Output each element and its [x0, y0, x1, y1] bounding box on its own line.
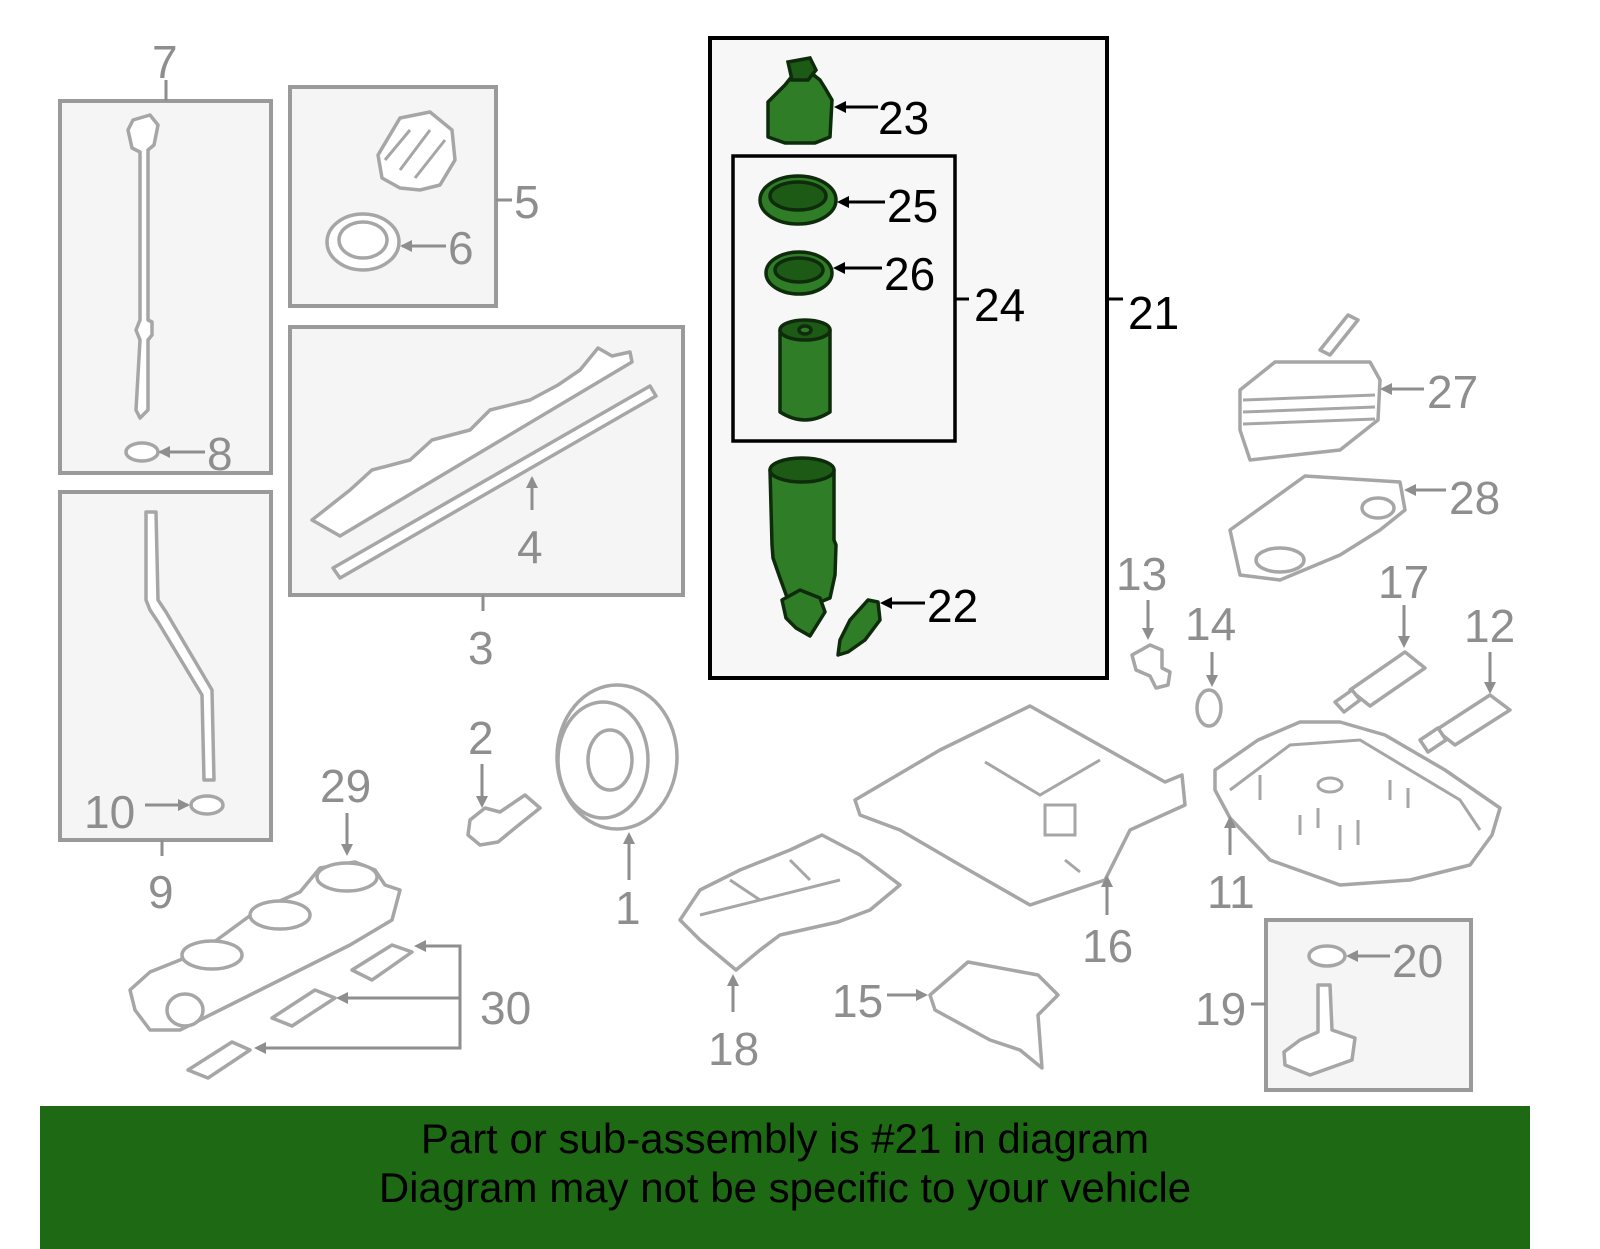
- callout-7: 7: [152, 36, 178, 88]
- callout-30: 30: [480, 982, 531, 1034]
- oil-cap-part-5: [376, 110, 457, 192]
- callout-4: 4: [517, 521, 543, 573]
- callout-13: 13: [1116, 548, 1167, 600]
- o-ring-part-10: [189, 794, 225, 816]
- callout-9: 9: [148, 866, 174, 918]
- callout-10: 10: [84, 786, 135, 838]
- dipstick-tube-part-9: [144, 510, 216, 782]
- callout-17: 17: [1378, 556, 1429, 608]
- callout-19: 19: [1195, 983, 1246, 1035]
- group-box-9: [58, 490, 273, 842]
- callout-27: 27: [1427, 366, 1478, 418]
- callout-1: 1: [615, 882, 641, 934]
- oil-cooler-part-27: [1238, 360, 1382, 462]
- baffle-part-18: [678, 833, 902, 972]
- callout-16: 16: [1082, 920, 1133, 972]
- callout-23: 23: [878, 92, 929, 144]
- baffle-part-15: [928, 960, 1060, 1070]
- sensor-part-22: [836, 598, 882, 657]
- callout-11: 11: [1207, 866, 1255, 918]
- drain-plug-part-13: [1130, 643, 1172, 690]
- sealant-tube-part-12: [1434, 693, 1512, 747]
- callout-18: 18: [708, 1023, 759, 1075]
- sensor-part-19: [1282, 983, 1357, 1077]
- group-box-7: [58, 99, 273, 475]
- callout-22: 22: [927, 580, 978, 632]
- callout-2: 2: [468, 712, 494, 764]
- gasket-part-30: [350, 943, 414, 982]
- callout-25: 25: [887, 180, 938, 232]
- callout-3: 3: [468, 622, 494, 674]
- sealant-tube-part-17: [1348, 650, 1427, 708]
- callout-6: 6: [448, 222, 474, 274]
- gasket-part-3: [310, 346, 634, 538]
- o-ring-part-8: [124, 441, 160, 463]
- callout-12: 12: [1464, 600, 1515, 652]
- bolt-part-2: [466, 793, 542, 847]
- callout-14: 14: [1185, 598, 1236, 650]
- dipstick-part-7: [126, 113, 160, 420]
- notice-line-2: Diagram may not be specific to your vehi…: [378, 1164, 1192, 1211]
- o-ring-part-20: [1307, 944, 1347, 968]
- callout-26: 26: [884, 248, 935, 300]
- oil-pan-part-11: [1213, 720, 1502, 887]
- callout-28: 28: [1449, 472, 1500, 524]
- washer-part-14: [1195, 688, 1223, 728]
- group-box-5: [288, 85, 498, 308]
- callout-20: 20: [1392, 935, 1443, 987]
- callout-29: 29: [320, 760, 371, 812]
- callout-21: 21: [1128, 287, 1179, 339]
- callout-8: 8: [207, 428, 233, 480]
- windage-tray-part-16: [853, 704, 1187, 907]
- callout-24: 24: [974, 279, 1025, 331]
- notice-banner: Part or sub-assembly is #21 in diagram D…: [40, 1106, 1530, 1249]
- callout-5: 5: [514, 176, 540, 228]
- notice-line-1: Part or sub-assembly is #21 in diagram: [420, 1115, 1150, 1162]
- callout-15: 15: [832, 975, 883, 1027]
- gasket-part-4: [331, 384, 658, 580]
